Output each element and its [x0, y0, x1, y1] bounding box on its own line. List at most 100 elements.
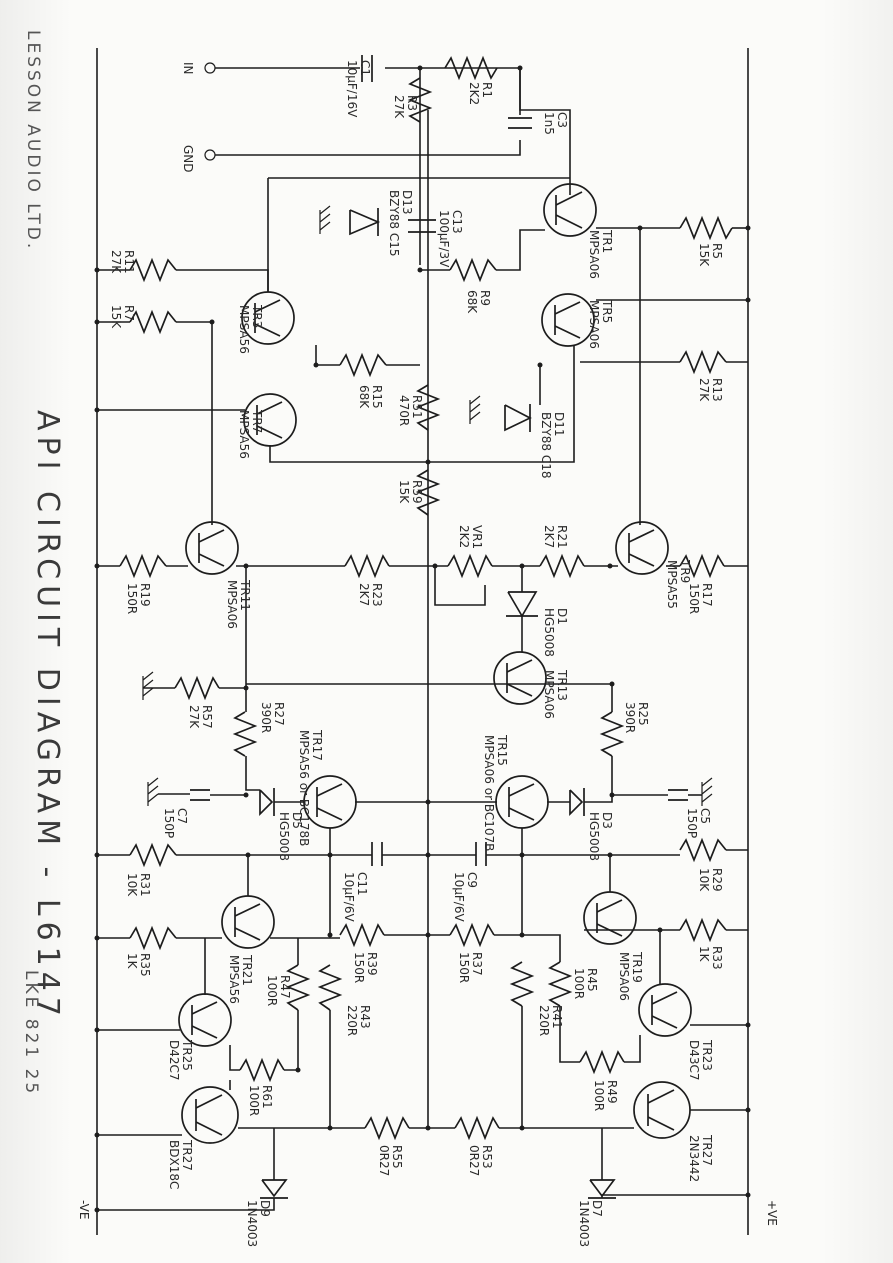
resistor-r37: [449, 922, 495, 948]
diode-d3: [569, 788, 585, 817]
component-value: MPSA06: [617, 952, 631, 1001]
component-value: HG5008: [587, 812, 601, 861]
component-value: 1N4003: [577, 1200, 591, 1247]
component-value: 1N4003: [245, 1200, 259, 1247]
component-ref: R21: [555, 525, 569, 549]
gnd-label: GND: [181, 145, 195, 173]
negative-label: -VE: [77, 1200, 91, 1219]
resistor-r17: [679, 553, 725, 579]
resistor-r35: [129, 925, 177, 951]
component-ref: R33: [710, 946, 724, 970]
component-ref: C5: [698, 808, 712, 824]
component-value: HG5008: [277, 812, 291, 861]
component-ref: R53: [480, 1145, 494, 1169]
component-ref: R55: [390, 1145, 404, 1169]
component-ref: D5: [290, 812, 304, 829]
resistor-r41: [509, 961, 535, 1007]
input-terminal: [204, 62, 216, 74]
in-label: IN: [181, 62, 195, 75]
component-value: MPSA56 or BC178B: [297, 730, 311, 846]
component-ref: R9: [478, 290, 492, 306]
component-value: 68K: [357, 385, 371, 409]
component-ref: R45: [585, 968, 599, 992]
component-value: 100R: [265, 975, 279, 1006]
resistor-r27: [232, 711, 258, 757]
capacitor-c9: [475, 842, 487, 866]
component-value: D42C7: [167, 1040, 181, 1081]
component-ref: R27: [272, 702, 286, 726]
component-value: 100µF/3V: [437, 210, 451, 268]
component-value: BZY88 C18: [539, 412, 553, 479]
resistor-r13: [679, 349, 727, 375]
component-ref: R59: [410, 480, 424, 504]
component-value: 470R: [397, 395, 411, 426]
component-value: D43C7: [687, 1040, 701, 1081]
resistor-r21: [539, 553, 585, 579]
component-ref: R61: [260, 1085, 274, 1109]
ground-symbol: [142, 671, 154, 700]
transistor-tr27-right: [633, 1081, 691, 1139]
component-ref: TR11: [238, 579, 252, 611]
component-value: 27K: [109, 250, 123, 274]
component-ref: R35: [138, 953, 152, 977]
component-value: 150P: [685, 808, 699, 838]
component-value: 15K: [109, 305, 123, 329]
component-value: 220R: [345, 1005, 359, 1036]
component-value: 2K7: [357, 583, 371, 606]
ground-symbol: [701, 777, 713, 806]
component-ref: R25: [636, 702, 650, 726]
wiring: [97, 177, 748, 1211]
component-ref: D1: [555, 608, 569, 625]
capacitor-c7: [190, 789, 210, 801]
resistor-r45: [547, 961, 573, 1007]
code-block: LKE 821 25: [21, 970, 41, 1096]
component-ref: R43: [358, 1005, 372, 1029]
component-ref: C9: [465, 872, 479, 888]
component-ref: R3: [405, 95, 419, 111]
resistor-vr1: [447, 553, 493, 579]
resistor-r53: [454, 1115, 500, 1141]
component-ref: TR19: [630, 951, 644, 983]
diode-d13: [349, 208, 381, 236]
transistor-tr11: [185, 521, 239, 575]
component-ref: TR15: [495, 734, 509, 766]
resistor-r1: [444, 55, 498, 81]
resistor-r51: [415, 384, 441, 431]
component-ref: R39: [365, 952, 379, 976]
component-ref: TR27: [700, 1134, 714, 1166]
component-ref: TR17: [310, 729, 324, 761]
component-value: 10K: [697, 868, 711, 892]
transistor-tr5: [541, 293, 595, 347]
component-value: MPSA56: [237, 305, 251, 354]
resistor-r49: [579, 1049, 625, 1075]
component-value: 27K: [187, 705, 201, 729]
component-value: BDX18C: [167, 1140, 181, 1189]
resistor-r57: [174, 675, 220, 701]
transistor-tr1: [543, 183, 597, 237]
component-ref: VR1: [470, 525, 484, 549]
component-value: 27K: [392, 95, 406, 119]
component-value: 2K2: [467, 82, 481, 105]
